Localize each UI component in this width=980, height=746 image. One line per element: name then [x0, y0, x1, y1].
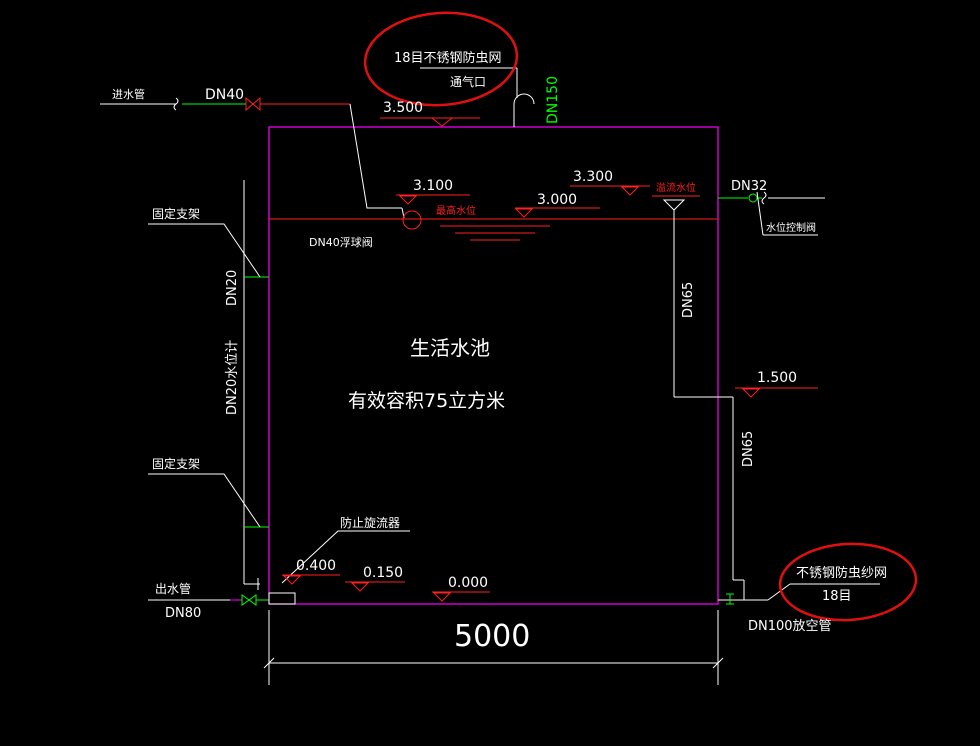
- outlet-pipe-label: 出水管: [155, 581, 191, 596]
- elev-marker-0400: [282, 575, 302, 585]
- dn65-upper-label: DN65: [681, 282, 696, 318]
- vent-dn-label: DN150: [545, 76, 561, 124]
- elev-3100-label: 3.100: [413, 178, 453, 194]
- inlet-dn-label: DN40: [205, 87, 244, 103]
- elev-marker-3000: [514, 208, 534, 218]
- drain-pipe: [718, 583, 880, 605]
- width-dimension-label: 5000: [454, 619, 530, 654]
- vent-mesh-label: 18目不锈钢防虫网: [394, 50, 502, 66]
- drain-mesh-size-label: 18目: [822, 589, 852, 604]
- elev-marker-3300: [620, 186, 640, 196]
- tank-outline: [268, 126, 719, 605]
- float-valve-label: DN40浮球阀: [309, 235, 373, 249]
- width-dimension: [263, 610, 724, 685]
- float-valve-icon: [402, 210, 422, 230]
- elev-marker-0000: [432, 592, 452, 602]
- elev-marker-0150: [350, 582, 370, 592]
- outlet-valve-icon: [241, 594, 257, 606]
- max-level-label: 最高水位: [436, 204, 476, 217]
- fixed-support-upper-label: 固定支架: [152, 206, 200, 221]
- elev-0400-label: 0.400: [296, 558, 336, 574]
- outlet-pipe: [148, 578, 296, 606]
- vortex-label: 防止旋流器: [340, 515, 400, 530]
- level-control-label: 水位控制阀: [766, 221, 816, 234]
- overflow-pipe: [673, 210, 745, 600]
- dn32-label: DN32: [731, 179, 767, 194]
- drain-mesh-label: 不锈钢防虫纱网: [796, 565, 887, 581]
- vent-pipe: [420, 67, 535, 127]
- outlet-dn-label: DN80: [165, 606, 201, 621]
- overflow-level-label: 溢流水位: [656, 181, 696, 194]
- dn65-lower-label: DN65: [741, 431, 756, 467]
- tank-volume: 有效容积75立方米: [348, 390, 505, 412]
- level-gauge-label: DN20水位计: [225, 340, 240, 415]
- elev-marker-3100: [398, 195, 418, 205]
- drain-dn-label: DN100放空管: [748, 619, 832, 634]
- elev-3000-label: 3.000: [537, 192, 577, 208]
- elev-3300-label: 3.300: [573, 169, 613, 185]
- dn20-label: DN20: [225, 270, 240, 306]
- vortex-preventer: [268, 592, 296, 605]
- vent-highlight-circle: [363, 11, 519, 107]
- overflow-funnel-icon: [662, 199, 686, 211]
- water-surface-marks: [440, 225, 550, 241]
- elev-0150-label: 0.150: [363, 565, 403, 581]
- elev-3500-label: 3.500: [383, 100, 423, 116]
- elev-marker-1500: [741, 388, 761, 398]
- elev-marker-3500: [430, 117, 454, 127]
- fixed-support-lower-label: 固定支架: [152, 456, 200, 471]
- inlet-pipe: [100, 96, 422, 230]
- drain-highlight-circle: [778, 542, 918, 622]
- elev-1500-label: 1.500: [757, 370, 797, 386]
- inlet-valve-icon: [245, 96, 261, 112]
- level-control-pipe: [718, 191, 825, 236]
- inlet-pipe-label: 进水管: [112, 87, 145, 101]
- level-gauge-pipe: [148, 180, 269, 585]
- vent-port-label: 通气口: [450, 74, 486, 89]
- elev-0000-label: 0.000: [448, 575, 488, 591]
- tank-name: 生活水池: [410, 336, 490, 360]
